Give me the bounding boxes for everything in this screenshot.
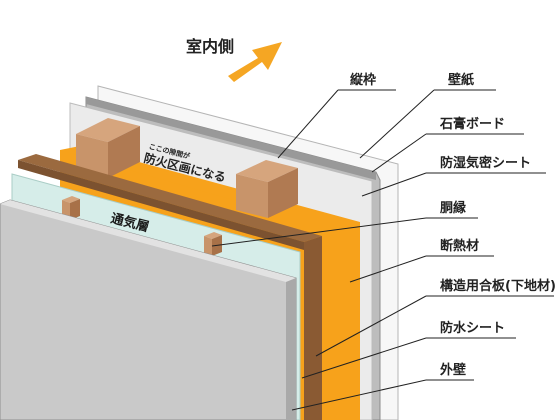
label-plywood: 構造用合板(下地材) bbox=[315, 278, 556, 357]
furring-top-rail-face bbox=[18, 160, 304, 250]
interior-direction-arrow bbox=[228, 42, 282, 82]
interior-side-label: 室内側 bbox=[186, 37, 234, 56]
furring-right-post bbox=[304, 236, 322, 420]
air-layer-batten-right bbox=[204, 232, 222, 256]
svg-text:外壁: 外壁 bbox=[439, 362, 466, 378]
exterior-wall-side bbox=[286, 278, 296, 420]
vertical-frame-right bbox=[236, 160, 298, 218]
label-vapor: 防湿気密シート bbox=[361, 155, 546, 197]
vertical-frame-left bbox=[76, 118, 140, 178]
exterior-wall-top-edge bbox=[0, 200, 296, 282]
svg-text:断熱材: 断熱材 bbox=[440, 238, 479, 254]
svg-text:胴縁: 胴縁 bbox=[440, 200, 466, 216]
label-insulation: 断熱材 bbox=[349, 238, 494, 283]
label-gypsum: 石膏ボード bbox=[371, 116, 524, 173]
label-furring: 胴縁 bbox=[211, 200, 478, 247]
label-tatewaku: 縦枠 bbox=[277, 72, 396, 159]
svg-text:縦枠: 縦枠 bbox=[350, 72, 376, 88]
air-layer-batten-left bbox=[62, 196, 80, 220]
label-waterproof: 防水シート bbox=[301, 320, 516, 379]
label-exterior: 外壁 bbox=[291, 362, 474, 411]
furring-top-rail bbox=[18, 154, 322, 242]
svg-text:壁紙: 壁紙 bbox=[448, 72, 474, 88]
gypsum-board-edge bbox=[86, 97, 376, 180]
svg-text:防水シート: 防水シート bbox=[440, 320, 505, 336]
svg-text:構造用合板(下地材): 構造用合板(下地材) bbox=[440, 278, 556, 294]
label-wallpaper: 壁紙 bbox=[359, 72, 496, 159]
svg-text:石膏ボード: 石膏ボード bbox=[439, 116, 505, 132]
svg-text:防湿気密シート: 防湿気密シート bbox=[440, 155, 531, 171]
